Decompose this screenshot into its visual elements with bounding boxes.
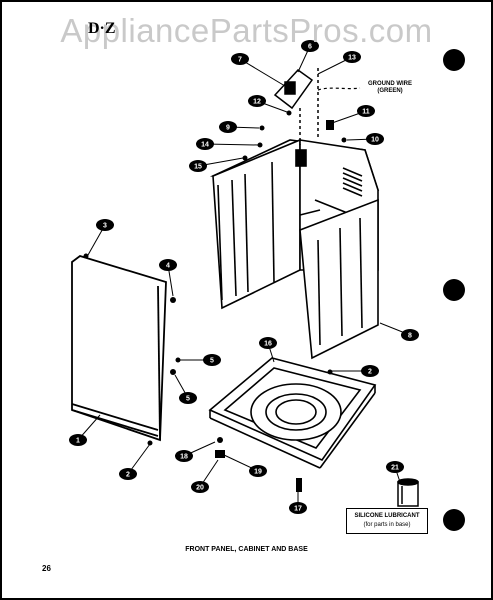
callout-1: 1	[69, 434, 87, 446]
svg-text:5: 5	[210, 358, 214, 365]
cabinet	[209, 138, 380, 360]
svg-text:18: 18	[180, 454, 188, 461]
lubricant-can	[397, 478, 419, 507]
base	[208, 357, 377, 469]
callout-5-lower: 5	[179, 392, 197, 404]
callout-21: 21	[386, 461, 404, 473]
callout-5: 5	[203, 354, 221, 366]
callout-13: 13	[343, 51, 361, 63]
callout-16: 16	[259, 337, 277, 349]
ground-wire	[317, 87, 361, 91]
svg-text:7: 7	[238, 57, 242, 64]
callout-10-top: 10	[366, 133, 384, 145]
svg-text:6: 6	[308, 44, 312, 51]
callout-9: 9	[219, 121, 237, 133]
lubricant-label-line1: SILICONE LUBRICANT	[354, 513, 420, 519]
callout-11: 11	[357, 105, 375, 117]
watermark: AppliancePartsPros.com	[60, 12, 433, 49]
front-panel	[71, 255, 167, 442]
svg-text:17: 17	[294, 506, 302, 513]
svg-text:14: 14	[201, 142, 209, 149]
svg-text:1: 1	[76, 438, 80, 445]
callout-4: 4	[159, 259, 177, 271]
callout-14: 14	[196, 138, 214, 150]
top-bracket	[273, 68, 319, 145]
screws-top	[242, 110, 347, 161]
binder-hole-bottom	[443, 509, 465, 531]
callout-19: 19	[249, 465, 267, 477]
svg-text:16: 16	[264, 341, 272, 348]
callout-17: 17	[289, 502, 307, 514]
lubricant-label-line2: (for parts in base)	[363, 522, 411, 528]
svg-text:15: 15	[194, 164, 202, 171]
ground-wire-label: GROUND WIRE (GREEN)	[368, 81, 412, 94]
binder-hole-middle	[443, 279, 465, 301]
svg-text:2: 2	[126, 472, 130, 479]
header-mark: D·Z	[88, 20, 116, 37]
callout-bubbles: 7 6 13 12 9 14 15 11 10 3 4 5 5 8 2 16 1…	[69, 40, 419, 514]
callout-12: 12	[248, 95, 266, 107]
callout-2-left: 2	[119, 468, 137, 480]
binder-hole-top	[443, 49, 465, 71]
lubricant-label-box: SILICONE LUBRICANT (for parts in base)	[346, 508, 428, 534]
svg-text:4: 4	[166, 263, 170, 270]
svg-text:11: 11	[362, 109, 370, 116]
svg-text:13: 13	[348, 55, 356, 62]
callout-15: 15	[189, 160, 207, 172]
callout-3: 3	[96, 219, 114, 231]
svg-text:9: 9	[226, 125, 230, 132]
callout-20: 20	[191, 481, 209, 493]
diagram-caption: FRONT PANEL, CABINET AND BASE	[185, 546, 308, 553]
page-number: 26	[42, 564, 51, 573]
svg-text:10: 10	[371, 137, 379, 144]
svg-text:8: 8	[408, 333, 412, 340]
callout-8: 8	[401, 329, 419, 341]
svg-text:19: 19	[254, 469, 262, 476]
svg-text:2: 2	[368, 369, 372, 376]
svg-text:20: 20	[196, 485, 204, 492]
callout-18: 18	[175, 450, 193, 462]
svg-text:5: 5	[186, 396, 190, 403]
callout-6: 6	[301, 40, 319, 52]
callout-2-right: 2	[361, 365, 379, 377]
svg-text:21: 21	[391, 465, 399, 472]
svg-text:12: 12	[253, 99, 261, 106]
svg-text:3: 3	[103, 223, 107, 230]
callout-7: 7	[231, 53, 249, 65]
